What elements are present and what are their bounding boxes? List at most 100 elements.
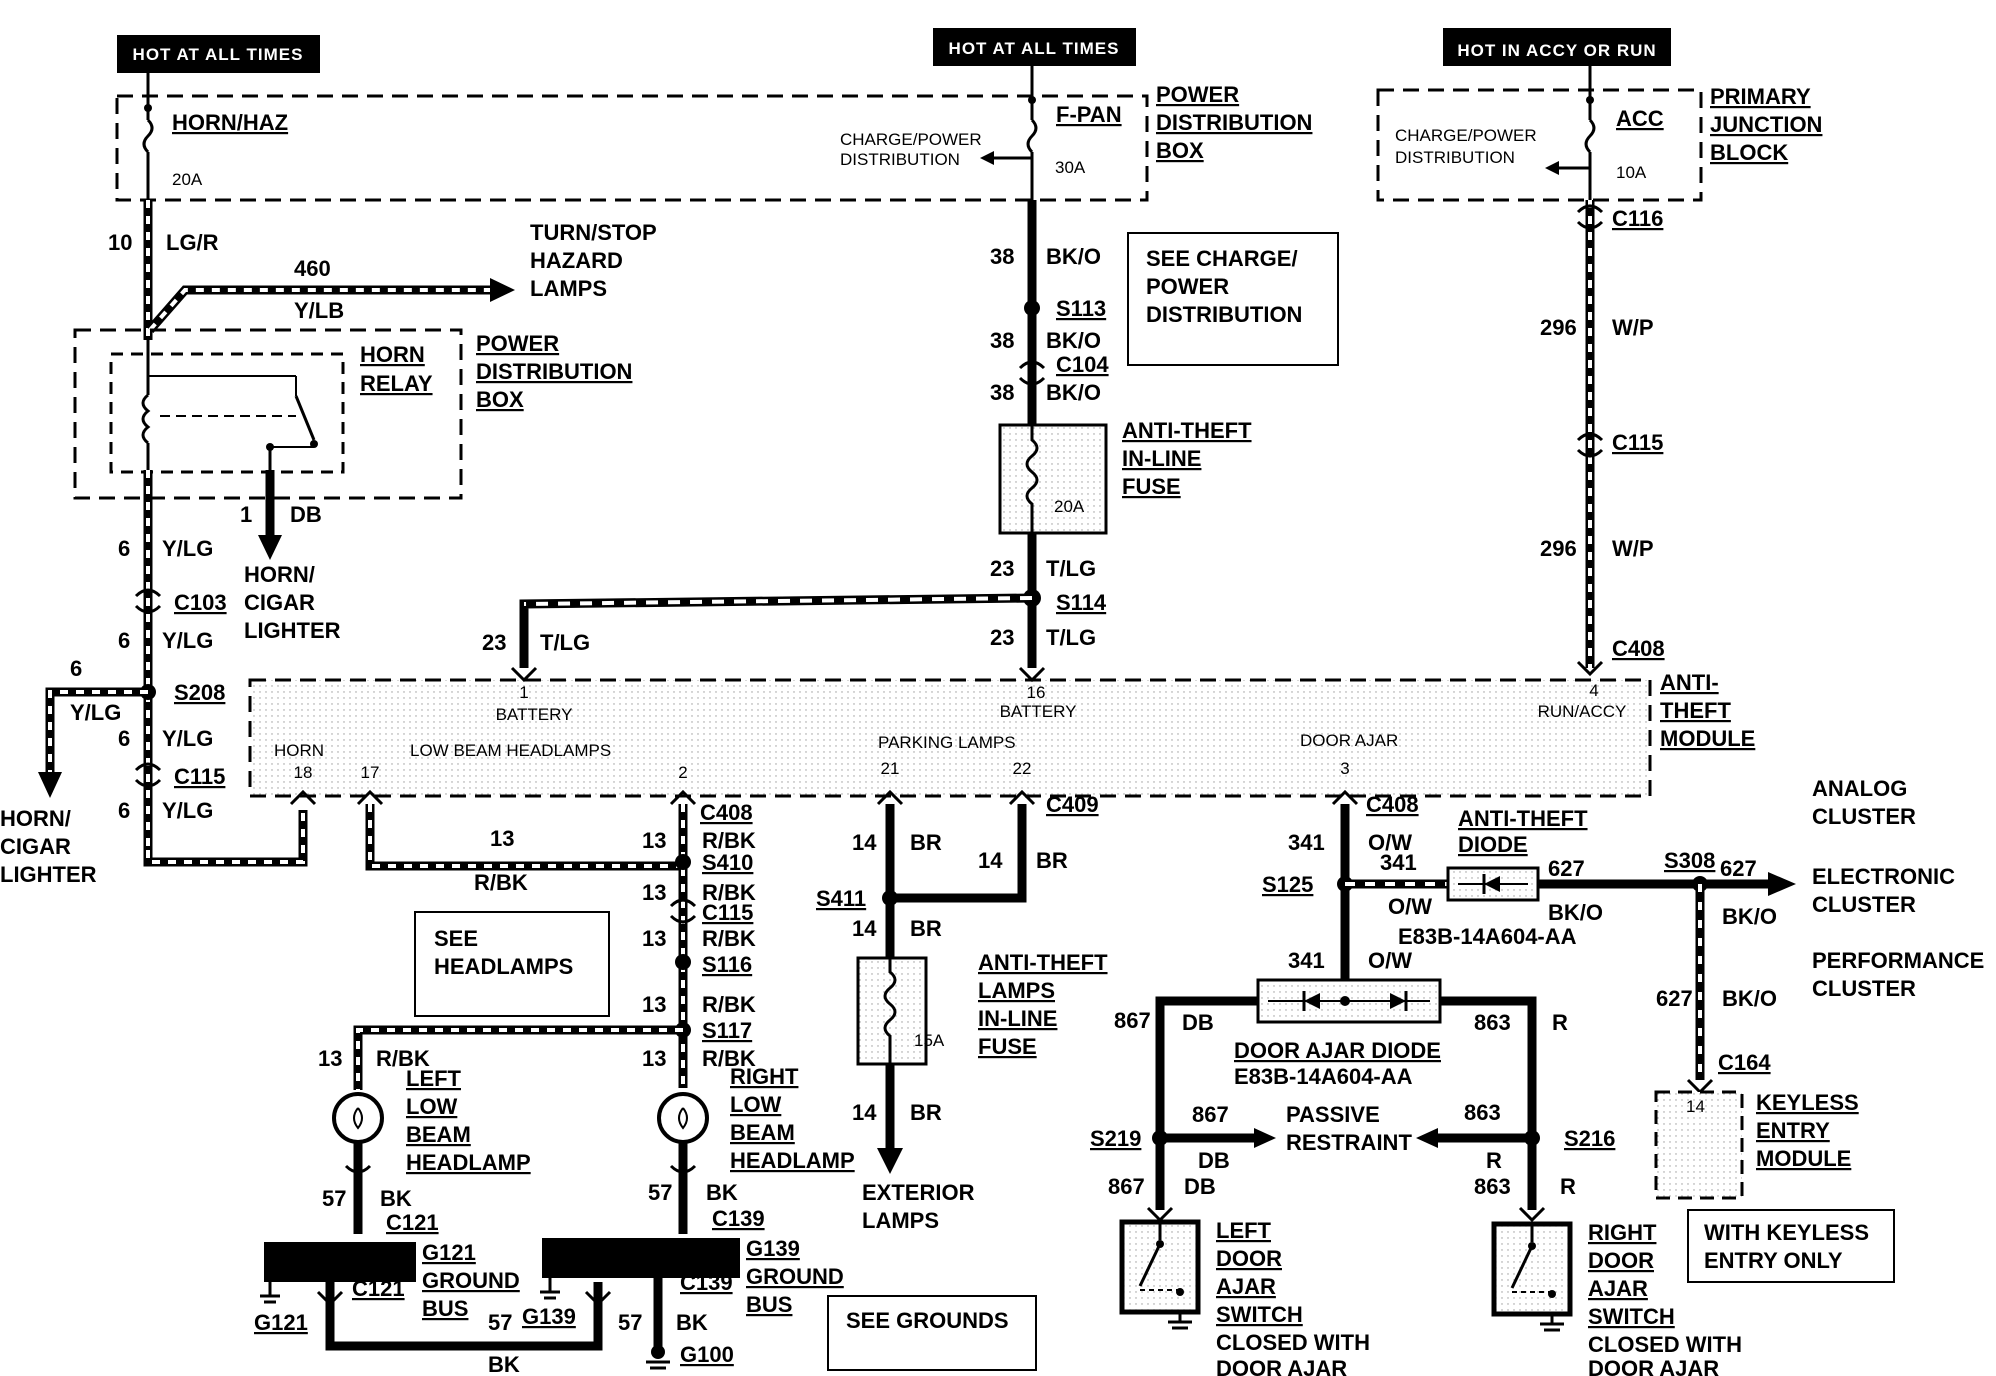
power-distribution-box-top: HORN/HAZ 20A F-PAN 30A CHARGE/POWER DIST… — [115, 82, 1312, 202]
svg-text:LOW BEAM HEADLAMPS: LOW BEAM HEADLAMPS — [410, 741, 611, 760]
horn-haz-fuse-label: HORN/HAZ — [172, 110, 288, 135]
svg-text:S208: S208 — [174, 680, 225, 705]
svg-text:LEFT: LEFT — [1216, 1218, 1272, 1243]
door-ajar-circuit: C408 341 O/W S125 341 O/W ANTI-THEFT DIO… — [1090, 789, 1796, 1376]
svg-text:C408: C408 — [1366, 792, 1419, 817]
svg-text:PARKING LAMPS: PARKING LAMPS — [878, 733, 1016, 752]
svg-text:SEE: SEE — [434, 926, 478, 951]
svg-text:HORN: HORN — [360, 342, 425, 367]
svg-text:LAMPS: LAMPS — [978, 978, 1055, 1003]
svg-text:863: 863 — [1474, 1010, 1511, 1035]
svg-text:FUSE: FUSE — [1122, 474, 1181, 499]
svg-text:Y/LG: Y/LG — [162, 726, 213, 751]
svg-text:S114: S114 — [1056, 590, 1107, 615]
svg-text:E83B-14A604-AA: E83B-14A604-AA — [1398, 924, 1577, 949]
horn-circuit: 10 LG/R 460 Y/LB TURN/STOP HAZARD LAMPS … — [0, 200, 657, 887]
svg-text:RESTRAINT: RESTRAINT — [1286, 1130, 1412, 1155]
svg-text:Y/LG: Y/LG — [162, 628, 213, 653]
svg-text:14: 14 — [1686, 1097, 1705, 1116]
svg-text:C115: C115 — [174, 764, 225, 789]
svg-text:POWER: POWER — [1156, 82, 1239, 107]
svg-text:HORN/: HORN/ — [244, 562, 315, 587]
svg-text:G139: G139 — [522, 1304, 576, 1329]
svg-text:23: 23 — [482, 630, 506, 655]
svg-text:S116: S116 — [702, 952, 752, 977]
svg-text:AJAR: AJAR — [1216, 1274, 1276, 1299]
svg-text:HEADLAMPS: HEADLAMPS — [434, 954, 573, 979]
svg-text:21: 21 — [881, 759, 900, 778]
svg-text:ANTI-THEFT: ANTI-THEFT — [1122, 418, 1252, 443]
svg-text:ANTI-: ANTI- — [1660, 670, 1719, 695]
svg-text:57: 57 — [322, 1186, 346, 1211]
svg-text:DB: DB — [1182, 1010, 1214, 1035]
svg-text:DOOR: DOOR — [1216, 1246, 1282, 1271]
cluster-and-keyless-circuit: ANALOG CLUSTER ELECTRONIC CLUSTER PERFOR… — [1654, 776, 1984, 1283]
svg-text:C408: C408 — [700, 800, 753, 825]
svg-text:BR: BR — [910, 1100, 942, 1125]
svg-text:DISTRIBUTION: DISTRIBUTION — [840, 150, 960, 169]
svg-text:S125: S125 — [1262, 872, 1313, 897]
svg-text:DOOR AJAR: DOOR AJAR — [1588, 1356, 1719, 1376]
svg-text:DISTRIBUTION: DISTRIBUTION — [476, 359, 632, 384]
svg-text:4: 4 — [1589, 681, 1598, 700]
svg-text:BEAM: BEAM — [730, 1120, 795, 1145]
svg-text:296: 296 — [1540, 536, 1577, 561]
svg-text:R/BK: R/BK — [702, 880, 756, 905]
svg-text:S219: S219 — [1090, 1126, 1141, 1151]
svg-text:296: 296 — [1540, 315, 1577, 340]
svg-text:SWITCH: SWITCH — [1216, 1302, 1303, 1327]
svg-text:BOX: BOX — [1156, 138, 1204, 163]
svg-text:57: 57 — [648, 1180, 672, 1205]
svg-text:G139: G139 — [746, 1236, 800, 1261]
svg-text:BR: BR — [910, 830, 942, 855]
svg-text:DOOR: DOOR — [1588, 1248, 1654, 1273]
svg-text:EXTERIOR: EXTERIOR — [862, 1180, 975, 1205]
svg-text:HORN: HORN — [274, 741, 324, 760]
svg-text:HOT IN ACCY OR RUN: HOT IN ACCY OR RUN — [1457, 41, 1656, 60]
svg-text:JUNCTION: JUNCTION — [1710, 112, 1822, 137]
svg-text:13: 13 — [642, 926, 666, 951]
svg-text:38: 38 — [990, 380, 1014, 405]
svg-text:BK: BK — [676, 1310, 708, 1335]
svg-text:DB: DB — [1184, 1174, 1216, 1199]
svg-text:T/LG: T/LG — [540, 630, 590, 655]
svg-text:PERFORMANCE: PERFORMANCE — [1812, 948, 1984, 973]
svg-text:LAMPS: LAMPS — [862, 1208, 939, 1233]
svg-text:O/W: O/W — [1368, 830, 1412, 855]
svg-text:18: 18 — [294, 763, 313, 782]
svg-text:6: 6 — [118, 798, 130, 823]
svg-text:Y/LB: Y/LB — [294, 298, 344, 323]
svg-text:867: 867 — [1192, 1102, 1229, 1127]
svg-text:PASSIVE: PASSIVE — [1286, 1102, 1380, 1127]
svg-text:2: 2 — [678, 763, 687, 782]
svg-text:C164: C164 — [1718, 1050, 1771, 1075]
svg-text:1: 1 — [240, 502, 252, 527]
battery-feed-circuit: SEE CHARGE/ POWER DISTRIBUTION 38 BK/O S… — [482, 200, 1339, 668]
svg-text:C139: C139 — [680, 1270, 733, 1295]
svg-text:BLOCK: BLOCK — [1710, 140, 1788, 165]
svg-text:R: R — [1560, 1174, 1576, 1199]
svg-text:14: 14 — [852, 916, 877, 941]
svg-text:SEE GROUNDS: SEE GROUNDS — [846, 1308, 1009, 1333]
svg-text:17: 17 — [361, 763, 380, 782]
svg-text:Y/LG: Y/LG — [70, 700, 121, 725]
svg-text:1: 1 — [519, 683, 528, 702]
svg-text:G100: G100 — [680, 1342, 734, 1367]
svg-text:AJAR: AJAR — [1588, 1276, 1648, 1301]
svg-text:BK/O: BK/O — [1046, 328, 1101, 353]
svg-text:BK/O: BK/O — [1722, 986, 1777, 1011]
svg-text:GROUND: GROUND — [422, 1268, 520, 1293]
svg-text:SEE CHARGE/: SEE CHARGE/ — [1146, 246, 1298, 271]
svg-text:341: 341 — [1288, 948, 1325, 973]
svg-text:6: 6 — [70, 656, 82, 681]
svg-text:BK/O: BK/O — [1548, 900, 1603, 925]
svg-text:LOW: LOW — [730, 1092, 782, 1117]
svg-text:CLOSED WITH: CLOSED WITH — [1588, 1332, 1742, 1357]
svg-text:S410: S410 — [702, 850, 753, 875]
svg-text:BOX: BOX — [476, 387, 524, 412]
svg-text:C115: C115 — [1612, 430, 1663, 455]
supply-header-right: HOT IN ACCY OR RUN — [1443, 28, 1671, 66]
svg-text:RIGHT: RIGHT — [1588, 1220, 1657, 1245]
svg-text:HOT AT ALL TIMES: HOT AT ALL TIMES — [949, 39, 1120, 58]
svg-text:HEADLAMP: HEADLAMP — [730, 1148, 855, 1173]
